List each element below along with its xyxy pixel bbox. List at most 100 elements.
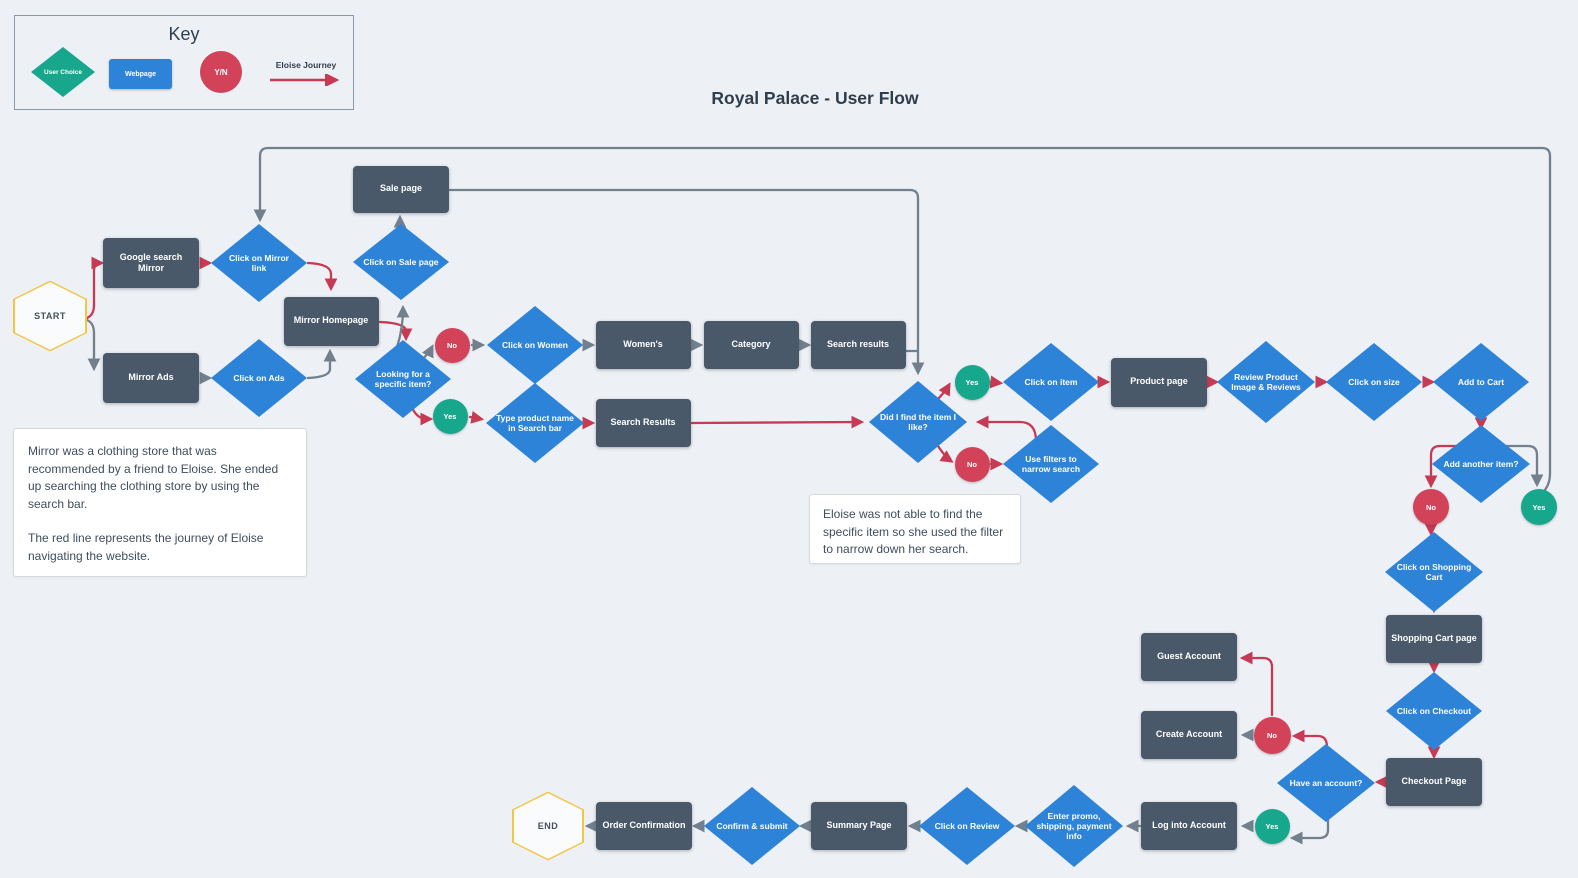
node-label: No — [967, 459, 977, 469]
edge-36 — [448, 188, 925, 376]
node-no-2[interactable]: No — [954, 446, 990, 482]
edge-18 — [1424, 444, 1458, 489]
node-label: No — [1426, 502, 1436, 512]
legend-yn-shape: Y/N — [200, 51, 242, 93]
node-label: Have an account? — [1289, 777, 1363, 788]
node-label: Enter promo, shipping, payment info — [1036, 810, 1112, 842]
node-search-results-1[interactable]: Search results — [810, 321, 906, 369]
edge-25 — [1239, 651, 1274, 717]
edge-7 — [690, 415, 865, 429]
node-no-1[interactable]: No — [434, 327, 470, 363]
node-label: Create Account — [1155, 729, 1223, 740]
node-label: Checkout Page — [1401, 776, 1467, 787]
node-label: Category — [731, 339, 771, 350]
node-label: Yes — [1265, 821, 1279, 831]
node-womens[interactable]: Women's — [595, 321, 691, 369]
node-label: Click on Mirror link — [229, 252, 289, 273]
node-label: Yes — [443, 411, 457, 421]
node-label: Review Product Image & Reviews — [1231, 371, 1301, 392]
node-label: Add another item? — [1443, 458, 1519, 469]
node-label: Add to Cart — [1457, 376, 1505, 387]
note-filter-story: Eloise was not able to find the specific… — [809, 494, 1021, 564]
node-mirror-homepage[interactable]: Mirror Homepage — [283, 296, 379, 346]
node-log-into-account[interactable]: Log into Account — [1141, 802, 1237, 850]
edge-24 — [1291, 729, 1329, 749]
node-label: No — [1267, 730, 1277, 740]
node-search-results-2[interactable]: Search Results — [595, 399, 691, 447]
legend-webpage-label: Webpage — [125, 70, 156, 78]
node-label: Yes — [965, 377, 979, 387]
node-order-confirmation[interactable]: Order Confirmation — [596, 802, 692, 850]
legend-webpage-shape: Webpage — [109, 59, 172, 89]
edge-0 — [85, 256, 105, 320]
node-label: Click on item — [1024, 376, 1078, 387]
node-category[interactable]: Category — [703, 321, 799, 369]
node-yes-3[interactable]: Yes — [1521, 489, 1557, 525]
legend-user-choice-shape: User Choice — [31, 47, 95, 97]
node-label: Mirror Homepage — [293, 315, 369, 326]
node-label: Click on Sale page — [363, 256, 439, 267]
legend-journey: Eloise Journey — [261, 60, 351, 86]
node-mirror-ads[interactable]: Mirror Ads — [103, 353, 199, 403]
node-label: Looking for a specific item? — [374, 368, 432, 389]
node-label: Confirm & submit — [716, 820, 788, 831]
node-label: START — [34, 311, 66, 321]
node-label: Google search Mirror — [119, 251, 183, 273]
edge-2 — [306, 261, 338, 292]
node-label: Click on size — [1348, 376, 1400, 387]
legend-user-choice-label: User Choice — [44, 68, 82, 76]
node-checkout-page[interactable]: Checkout Page — [1386, 758, 1482, 806]
node-label: Search Results — [610, 417, 676, 428]
edge-5 — [468, 410, 485, 424]
node-label: Yes — [1532, 502, 1546, 512]
legend-title: Key — [168, 24, 200, 44]
note-mirror-paragraph-1: Mirror was a clothing store that was rec… — [28, 444, 279, 511]
page-title: Royal Palace - User Flow — [711, 87, 919, 108]
edge-12 — [975, 415, 1038, 443]
edge-28 — [306, 348, 337, 380]
node-guest-account[interactable]: Guest Account — [1141, 633, 1237, 681]
edge-41 — [1289, 811, 1330, 845]
node-label: Click on Checkout — [1396, 705, 1472, 716]
legend-journey-label: Eloise Journey — [275, 60, 337, 70]
edge-39 — [1504, 444, 1544, 488]
node-label: Click on Women — [502, 339, 568, 350]
node-yes-1[interactable]: Yes — [432, 398, 468, 434]
node-label: Sale page — [379, 183, 423, 194]
node-label: Use filters to narrow search — [1021, 453, 1081, 474]
node-label: Guest Account — [1157, 651, 1221, 662]
node-summary-page[interactable]: Summary Page — [811, 802, 907, 850]
node-no-4[interactable]: No — [1253, 716, 1291, 754]
node-yes-2[interactable]: Yes — [954, 364, 990, 400]
node-sale-page[interactable]: Sale page — [353, 165, 449, 213]
note-mirror-story: Mirror was a clothing store that was rec… — [13, 428, 307, 577]
node-label: Search results — [826, 339, 890, 350]
node-label: Click on Review — [934, 820, 1000, 831]
journey-arrow-icon — [270, 74, 340, 86]
node-label: Log into Account — [1152, 820, 1226, 831]
node-label: Click on Ads — [233, 372, 285, 383]
edge-26 — [85, 318, 101, 372]
node-label: Order Confirmation — [602, 820, 686, 831]
node-label: Summary Page — [826, 820, 892, 831]
node-label: No — [447, 340, 457, 350]
node-label: END — [537, 821, 559, 831]
node-label: Click on Shopping Cart — [1396, 561, 1472, 582]
node-create-account[interactable]: Create Account — [1141, 711, 1237, 759]
node-shopping-cart-page[interactable]: Shopping Cart page — [1386, 615, 1482, 663]
node-label: Women's — [623, 339, 663, 350]
node-label: Did I find the item I like? — [879, 411, 956, 432]
node-label: Product page — [1130, 376, 1188, 387]
node-label: Type product name in Search bar — [496, 412, 574, 433]
node-product-page[interactable]: Product page — [1111, 357, 1207, 407]
node-no-3[interactable]: No — [1413, 489, 1449, 525]
node-label: Shopping Cart page — [1391, 633, 1477, 644]
legend: Key User Choice Webpage Y/N Eloise Journ… — [14, 15, 354, 110]
node-google-search-mirror[interactable]: Google search Mirror — [103, 238, 199, 288]
edge-29 — [395, 304, 410, 349]
note-mirror-paragraph-2: The red line represents the journey of E… — [28, 531, 264, 563]
node-yes-4[interactable]: Yes — [1254, 808, 1290, 844]
legend-yn-label: Y/N — [214, 67, 228, 77]
